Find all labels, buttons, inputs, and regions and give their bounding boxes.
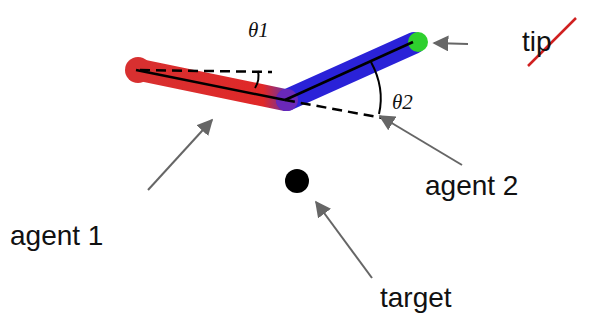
- target-label: target: [380, 284, 452, 312]
- target-dot: [285, 169, 309, 193]
- reference-line: [285, 100, 388, 119]
- angle-arc: [371, 62, 381, 114]
- angle-label: θ2: [392, 92, 413, 113]
- agent-label: agent 1: [10, 222, 103, 250]
- link-axis: [136, 70, 285, 100]
- leader-arrow: [380, 116, 462, 165]
- tip-label: tip: [522, 28, 552, 56]
- angle-label: θ1: [248, 20, 269, 41]
- leader-arrow: [148, 120, 212, 190]
- reference-line: [140, 70, 272, 72]
- leader-arrow: [316, 202, 372, 278]
- agent-label: agent 2: [425, 172, 518, 200]
- leader-arrow: [434, 43, 468, 44]
- angle-arc: [255, 71, 259, 88]
